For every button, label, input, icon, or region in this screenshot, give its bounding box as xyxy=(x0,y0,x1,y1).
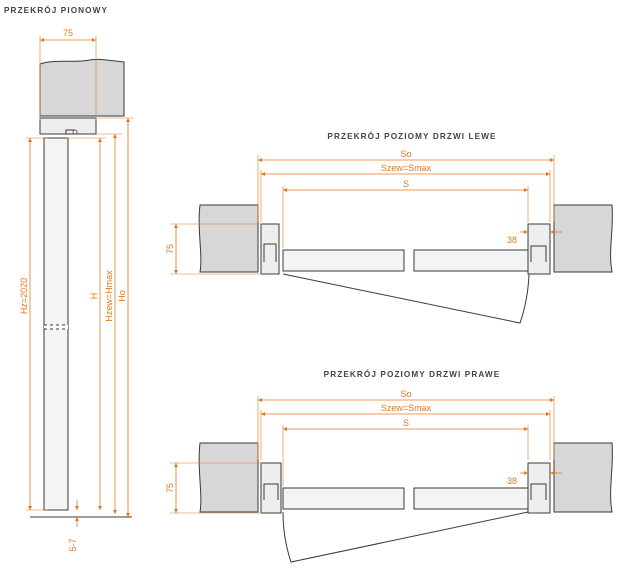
left-door-leaf-a xyxy=(282,249,405,272)
right-door-leaf-b xyxy=(413,487,529,510)
vertical-wall xyxy=(39,58,125,117)
left-door-frame-right xyxy=(527,223,551,275)
left-so-label: So xyxy=(400,149,411,159)
vertical-section-title: PRZEKRÓJ PIONOWY xyxy=(4,4,108,15)
right-door-wall-left xyxy=(198,442,259,513)
h-dimension-label: H xyxy=(89,293,99,300)
right-szew-label: Szew=Smax xyxy=(381,403,432,413)
right-door-frame-left xyxy=(260,462,282,514)
left-szew-label: Szew=Smax xyxy=(381,163,432,173)
right-s-label: S xyxy=(403,418,409,428)
left-s-label: S xyxy=(403,179,409,189)
vertical-door-leaf xyxy=(43,137,69,511)
left-wall-depth-label: 75 xyxy=(165,244,175,254)
right-door-swing-arc xyxy=(282,511,529,563)
vertical-top-frame xyxy=(39,117,97,135)
right-frame-depth-label: 38 xyxy=(507,476,517,486)
hzew-dimension-label: Hzew=Hmax xyxy=(104,270,114,322)
right-wall-depth-label: 75 xyxy=(165,483,175,493)
hz-dimension-label: Hz=2020 xyxy=(19,278,29,314)
right-so-label: So xyxy=(400,389,411,399)
left-door-section-title: PRZEKRÓJ POZIOMY DRZWI LEWE xyxy=(327,130,496,141)
right-door-section-title: PRZEKRÓJ POZIOMY DRZWI PRAWE xyxy=(324,368,501,379)
right-door-section: So Szew=Smax S 75 38 xyxy=(165,389,613,563)
floor-gap-label: 5-7 xyxy=(68,538,78,551)
left-door-leaf-b xyxy=(413,249,529,272)
ho-dimension-label: Ho xyxy=(117,290,127,302)
left-door-frame-left xyxy=(260,223,280,275)
vertical-wall-width-label: 75 xyxy=(63,28,73,38)
right-door-leaf-a xyxy=(282,487,405,510)
right-door-wall-right xyxy=(553,442,613,513)
left-door-swing-arc xyxy=(282,273,530,324)
left-frame-depth-label: 38 xyxy=(507,235,517,245)
left-door-wall-right xyxy=(553,204,613,273)
left-door-wall-left xyxy=(198,204,259,273)
left-door-section: So Szew=Smax S 75 38 xyxy=(165,149,613,324)
vertical-section: 75 Hz=2020 H Hzew=Hmax Ho 5-7 xyxy=(19,28,134,552)
